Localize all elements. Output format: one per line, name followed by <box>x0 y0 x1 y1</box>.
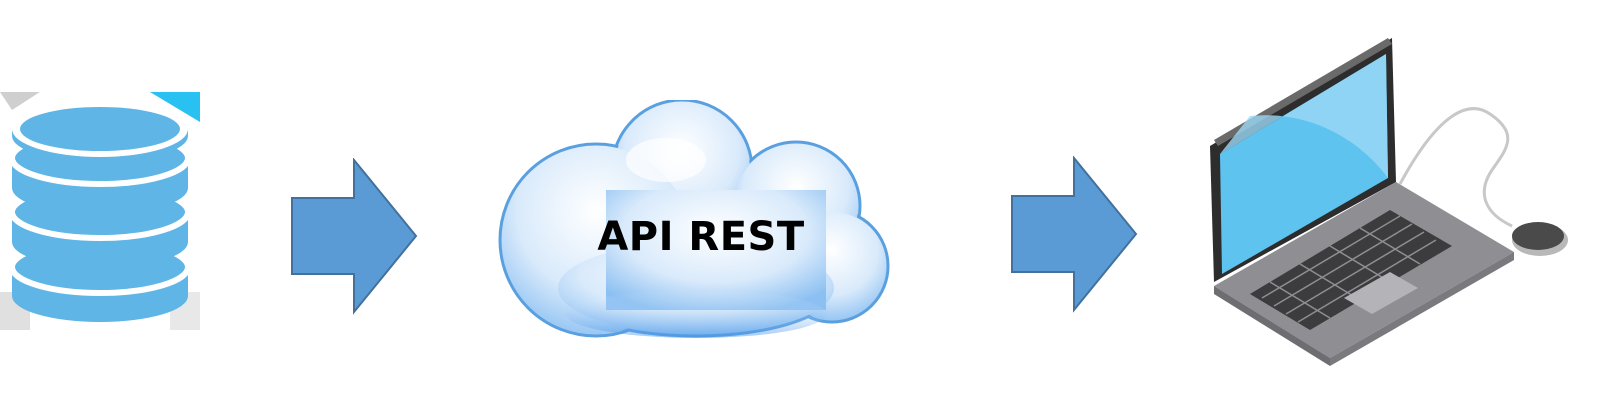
laptop-node <box>1210 30 1604 370</box>
arrow-right-1 <box>290 158 420 316</box>
database-node <box>0 92 200 330</box>
arrow-right-icon <box>291 158 418 315</box>
cloud-node: API REST <box>496 100 906 344</box>
arrow-right-icon <box>1011 156 1138 313</box>
arrow-right-2 <box>1010 156 1140 314</box>
database-icon <box>0 92 200 330</box>
cloud-label: API REST <box>597 214 805 260</box>
laptop-icon <box>1210 38 1568 366</box>
cloud-icon <box>498 100 890 338</box>
